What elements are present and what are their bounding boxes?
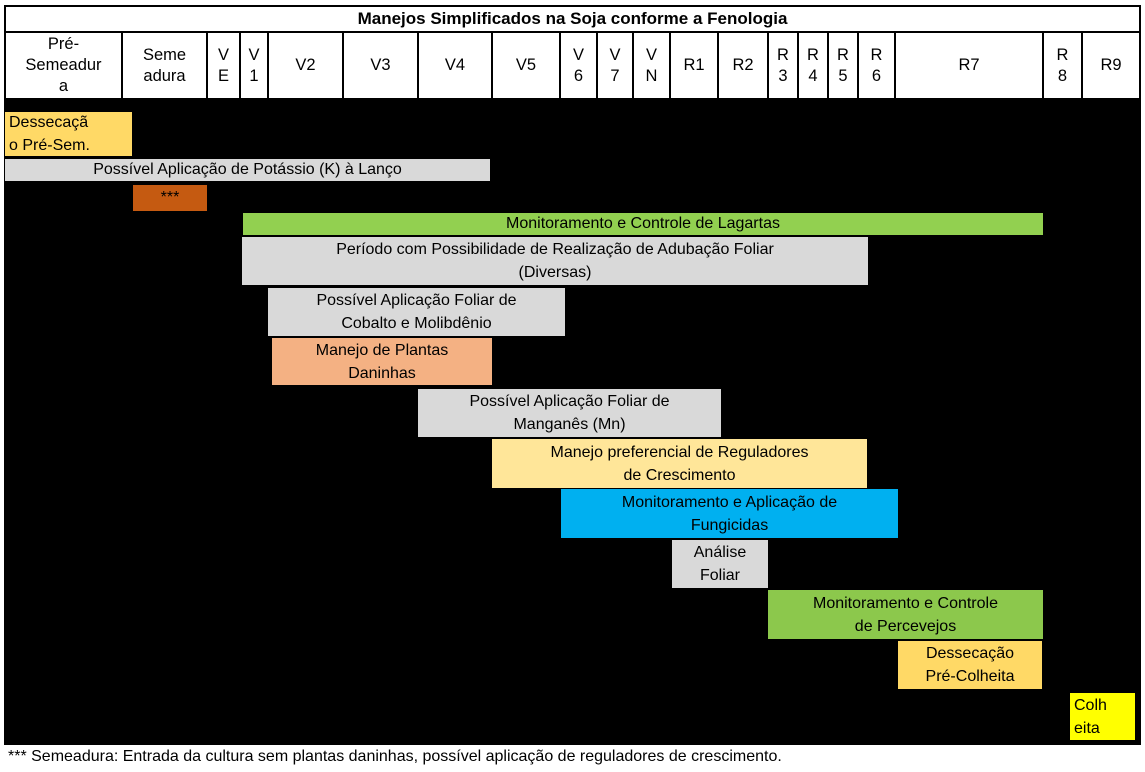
footnote: *** Semeadura: Entrada da cultura sem pl… [8,748,782,765]
stage-cell-pre-semeadura: Pré- Semeadur a [6,33,123,98]
stage-cell-v6: V 6 [561,33,598,98]
stage-cell-r7: R7 [896,33,1044,98]
stage-cell-ve: V E [208,33,241,98]
stage-cell-semeadura: Seme adura [123,33,208,98]
stage-cell-v3: V3 [344,33,419,98]
stage-cell-r4: R 4 [799,33,829,98]
stage-cell-v2: V2 [269,33,344,98]
stage-cell-v1: V 1 [241,33,269,98]
stage-cell-v7: V 7 [598,33,634,98]
stage-cell-v5: V5 [493,33,561,98]
stage-cell-r3: R 3 [769,33,799,98]
stage-cell-r1: R1 [671,33,719,98]
chart-title: Manejos Simplificados na Soja conforme a… [6,7,1139,33]
stage-cell-r8: R 8 [1044,33,1083,98]
stage-cell-r5: R 5 [829,33,859,98]
chart-title-text: Manejos Simplificados na Soja conforme a… [357,9,788,28]
stage-cell-r2: R2 [719,33,769,98]
stage-cell-v4: V4 [419,33,493,98]
stage-cell-r9: R9 [1100,56,1122,74]
stage-cell-r6: R 6 [859,33,896,98]
gantt-table: Manejos Simplificados na Soja conforme a… [4,5,1141,745]
stage-cell-vn: V N [634,33,671,98]
